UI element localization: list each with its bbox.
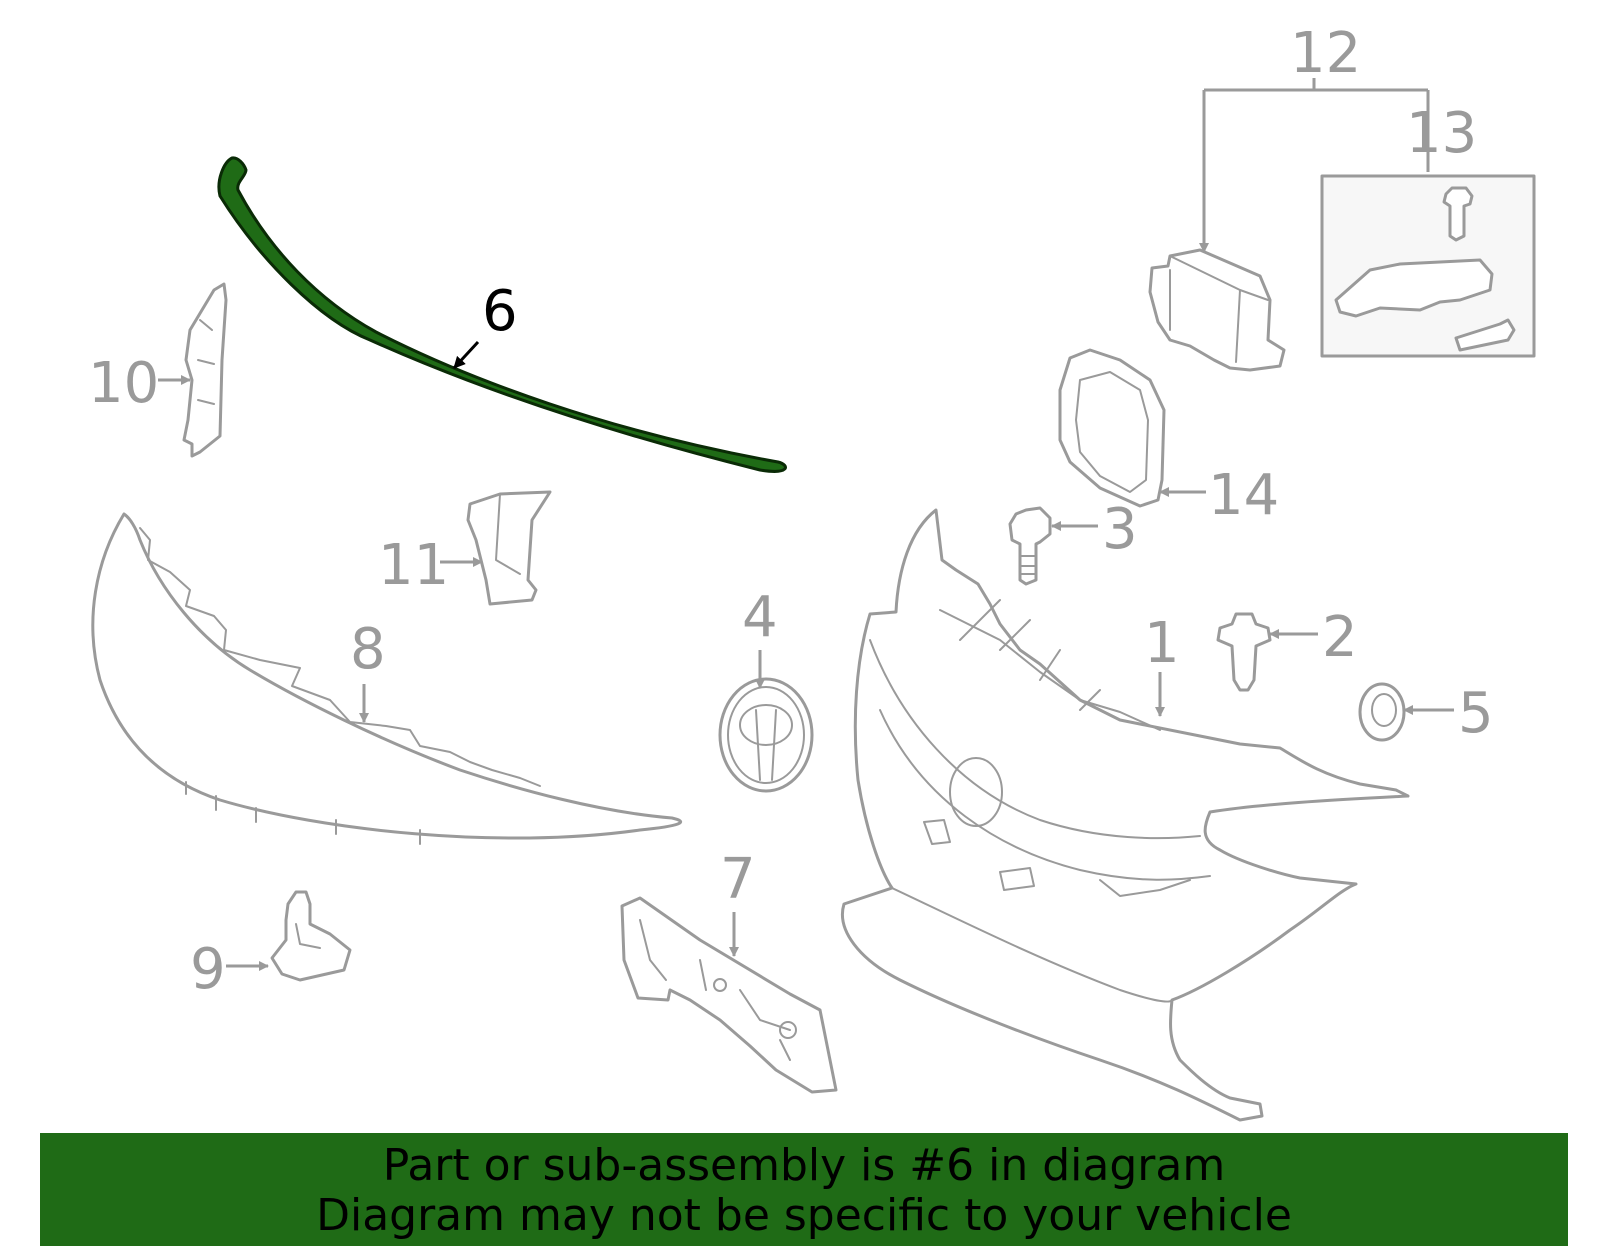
callout-5: 5 — [1458, 681, 1494, 746]
part-6-molding[interactable] — [217, 156, 787, 473]
part-10-side-bracket — [182, 282, 228, 458]
callout-10: 10 — [88, 351, 159, 416]
part-5-grommet — [1358, 682, 1406, 742]
part-2-clip — [1216, 612, 1272, 692]
callout-9: 9 — [190, 937, 226, 1002]
part-1-bumper — [841, 508, 1410, 1122]
part-8-grille-trim — [91, 512, 683, 845]
part-14-sensor-frame — [1058, 348, 1166, 508]
callout-14: 14 — [1208, 463, 1279, 528]
footer-line-2: Diagram may not be specific to your vehi… — [316, 1190, 1292, 1241]
part-11-center-bracket — [466, 490, 552, 606]
callout-12: 12 — [1290, 21, 1361, 86]
footer-line-1: Part or sub-assembly is #6 in diagram — [382, 1140, 1226, 1191]
callout-11: 11 — [378, 533, 449, 598]
callout-7: 7 — [720, 847, 756, 912]
callout-8: 8 — [350, 617, 386, 682]
part-13-kit-box — [1320, 174, 1536, 358]
callout-labels: 12 13 6 10 14 3 11 4 2 8 1 5 7 9 — [88, 21, 1494, 1002]
part-9-clip — [270, 890, 352, 982]
part-3-bolt — [1008, 506, 1052, 586]
callout-13: 13 — [1406, 101, 1477, 166]
callout-3: 3 — [1102, 497, 1138, 562]
footer-banner: Part or sub-assembly is #6 in diagram Di… — [40, 1133, 1568, 1246]
part-7-license-bracket — [620, 896, 838, 1094]
callout-6: 6 — [482, 279, 518, 344]
leader-lines — [158, 78, 1454, 971]
callout-2: 2 — [1322, 605, 1358, 670]
callout-4: 4 — [742, 585, 778, 650]
part-12-sensor — [1148, 248, 1286, 372]
callout-1: 1 — [1144, 611, 1180, 676]
part-4-emblem — [718, 677, 814, 793]
